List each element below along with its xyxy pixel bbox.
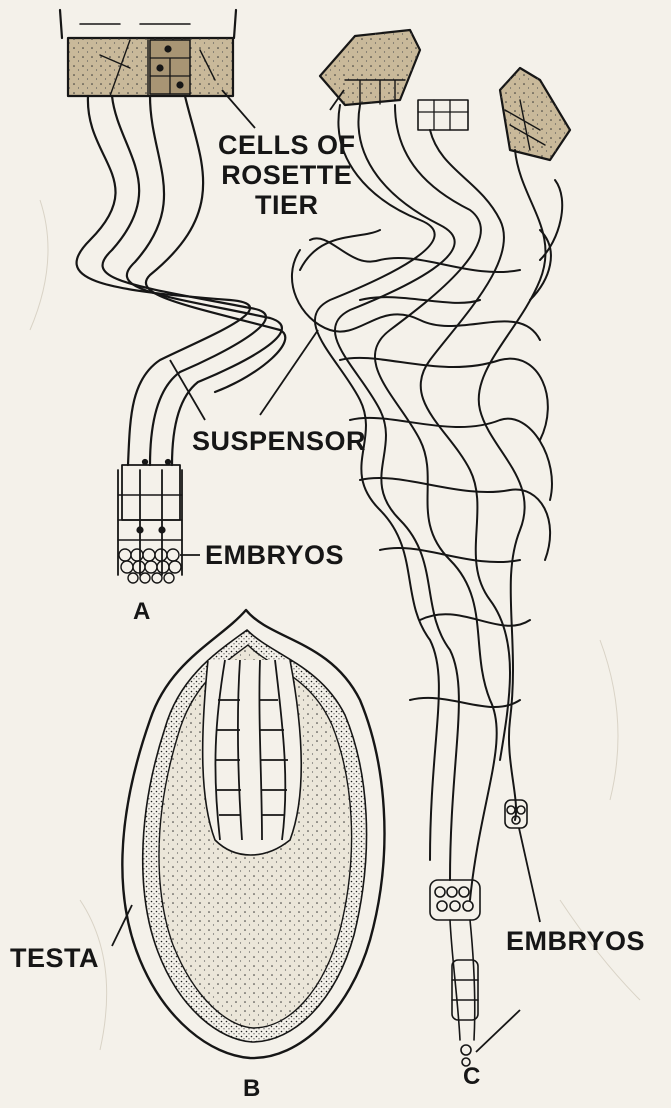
leader-embryos-c-upper <box>519 828 540 922</box>
label-rosette-line-3: TIER <box>218 190 356 220</box>
label-cells-of-rosette-tier: CELLS OF ROSETTE TIER <box>218 130 356 220</box>
panel-b-seed-drawing <box>122 610 384 1058</box>
panel-a-drawing <box>60 10 285 583</box>
leader-suspensor-c <box>260 330 318 415</box>
panel-label-a: A <box>133 598 151 626</box>
label-rosette-line-1: CELLS OF <box>218 130 356 160</box>
label-embryos-c: EMBRYOS <box>506 926 645 956</box>
label-embryos-a: EMBRYOS <box>205 540 344 570</box>
label-rosette-line-2: ROSETTE <box>218 160 356 190</box>
panel-label-c: C <box>463 1063 481 1091</box>
panel-label-b: B <box>243 1075 261 1103</box>
label-suspensor: SUSPENSOR <box>192 426 366 456</box>
leader-rosette-a <box>222 90 255 128</box>
leader-embryos-c-lower <box>476 1010 520 1052</box>
label-testa: TESTA <box>10 943 99 973</box>
